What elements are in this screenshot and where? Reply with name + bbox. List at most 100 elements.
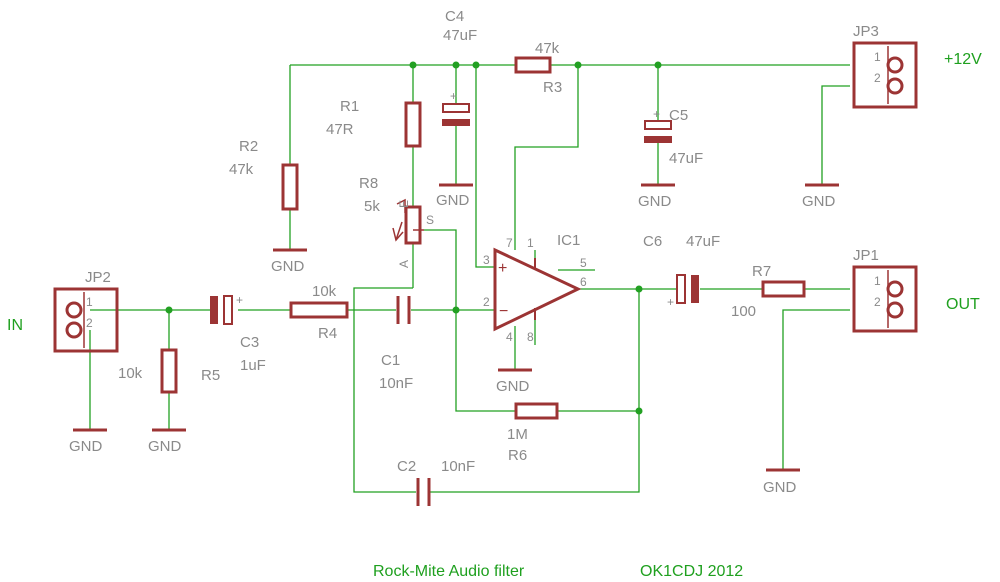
jp1-pin2-number: 2 [874, 295, 881, 309]
resistor-r4 [289, 301, 349, 319]
net-label-out: OUT [946, 296, 980, 313]
junction [452, 306, 460, 314]
capacitor-c4-neg-plate [442, 119, 470, 126]
trimmer-r8 [404, 205, 422, 245]
capacitors [210, 103, 699, 506]
junction [409, 61, 417, 69]
jp3-pin2-number: 2 [874, 71, 881, 85]
r4-value: 10k [312, 283, 337, 300]
opamp-ic1-pin2-label: 2 [483, 295, 490, 309]
jp3-ref: JP3 [853, 23, 879, 40]
gnd-label-ic: GND [496, 378, 530, 395]
r8-pin-e-label: E [397, 200, 411, 208]
opamp-ic1-pin4-label: 4 [506, 330, 513, 344]
resistor-r7 [761, 280, 806, 298]
c5-value: 47uF [669, 150, 703, 167]
schematic-author: OK1CDJ 2012 [640, 563, 743, 580]
c3-plus-mark: + [236, 293, 243, 307]
c4-plus-mark: + [450, 89, 457, 103]
capacitor-c4-pos-plate [442, 103, 470, 113]
opamp-ic1-pin3-label: 3 [483, 253, 490, 267]
schematic-title: Rock-Mite Audio filter [373, 563, 525, 580]
connector-jp3-body [852, 41, 918, 109]
gnd-label-c4: GND [436, 192, 470, 209]
resistor-r1 [404, 101, 422, 148]
jp2-pin2-number: 2 [86, 316, 93, 330]
r5-value: 10k [118, 365, 143, 382]
net-label-in: IN [7, 317, 23, 334]
r4-ref: R4 [318, 325, 337, 342]
connector-jp2-body [53, 287, 119, 353]
r1-value: 47R [326, 121, 354, 138]
resistor-r5 [160, 348, 178, 394]
capacitor-c5-pos-plate [644, 120, 672, 130]
c2-ref: C2 [397, 458, 416, 475]
connector-jp3-pin1 [886, 56, 904, 74]
junction [654, 61, 662, 69]
r1-ref: R1 [340, 98, 359, 115]
opamp-ic1-pin6-label: 6 [580, 275, 587, 289]
capacitor-c5-neg-plate [644, 136, 672, 143]
c2-value: 10nF [441, 458, 475, 475]
connectors [53, 41, 918, 353]
gnd-labels: GND GND GND GND GND GND GND GND [69, 192, 836, 496]
gnd-label-r2: GND [271, 258, 305, 275]
connector-jp1 [852, 265, 918, 333]
r6-ref: R6 [508, 447, 527, 464]
net-labels: +12V OUT IN Rock-Mite Audio filter OK1CD… [7, 51, 982, 580]
wire-c2-right [430, 289, 640, 493]
resistors [160, 56, 806, 420]
connector-jp2 [53, 287, 119, 353]
jp1-ref: JP1 [853, 247, 879, 264]
c5-plus-mark: + [653, 107, 660, 121]
r8-value: 5k [364, 198, 380, 215]
pin-marks: 1 2 1 2 1 2 + + + + A E S [86, 50, 881, 330]
jp1-pin1-number: 1 [874, 274, 881, 288]
trimmer-r8-arrow-icon [395, 221, 403, 241]
r8-pin-s-label: S [426, 213, 434, 227]
junction [452, 61, 460, 69]
junction [635, 407, 643, 415]
r8-ref: R8 [359, 175, 378, 192]
wires [89, 64, 850, 493]
trimmer-r8-adjust-icon [396, 198, 406, 213]
resistor-r6 [514, 402, 559, 420]
c4-value: 47uF [443, 27, 477, 44]
wire-r6-left [455, 312, 516, 412]
resistor-r2 [281, 163, 299, 211]
connector-jp1-pin1 [886, 280, 904, 298]
r5-ref: R5 [201, 367, 220, 384]
ic1-ref: IC1 [557, 232, 580, 249]
connector-jp1-body [852, 265, 918, 333]
junction [574, 61, 582, 69]
c4-ref: C4 [445, 8, 464, 25]
gnd-label-c5: GND [638, 193, 672, 210]
gnd-label-jp1: GND [763, 479, 797, 496]
net-label-vplus: +12V [944, 51, 982, 68]
opamp-ic1-minus: − [499, 303, 508, 320]
capacitor-c3-pos-plate [223, 295, 233, 325]
r8-pin-a-label: A [397, 260, 411, 268]
c6-ref: C6 [643, 233, 662, 250]
wire-r8-wiper [424, 229, 457, 312]
c6-plus-mark: + [667, 295, 674, 309]
jp2-ref: JP2 [85, 269, 111, 286]
wire-ic-pin3 [475, 65, 495, 268]
opamp-ic1-pin5-label: 5 [580, 256, 587, 270]
capacitor-c3-neg-plate [210, 296, 218, 324]
r7-ref: R7 [752, 263, 771, 280]
opamp-ic1-pin7-label: 7 [506, 236, 513, 250]
r6-value: 1M [507, 426, 528, 443]
opamp-ic1: + − 7 1 3 2 5 6 4 8 [483, 236, 587, 344]
gnd-label-jp2: GND [69, 438, 103, 455]
r3-value: 47k [535, 40, 560, 57]
c3-value: 1uF [240, 357, 266, 374]
wire-jp1-gnd [782, 309, 850, 470]
c1-value: 10nF [379, 375, 413, 392]
c3-ref: C3 [240, 334, 259, 351]
resistor-r3 [514, 56, 552, 74]
r2-value: 47k [229, 161, 254, 178]
r2-ref: R2 [239, 138, 258, 155]
connector-jp3-pin2 [886, 77, 904, 95]
